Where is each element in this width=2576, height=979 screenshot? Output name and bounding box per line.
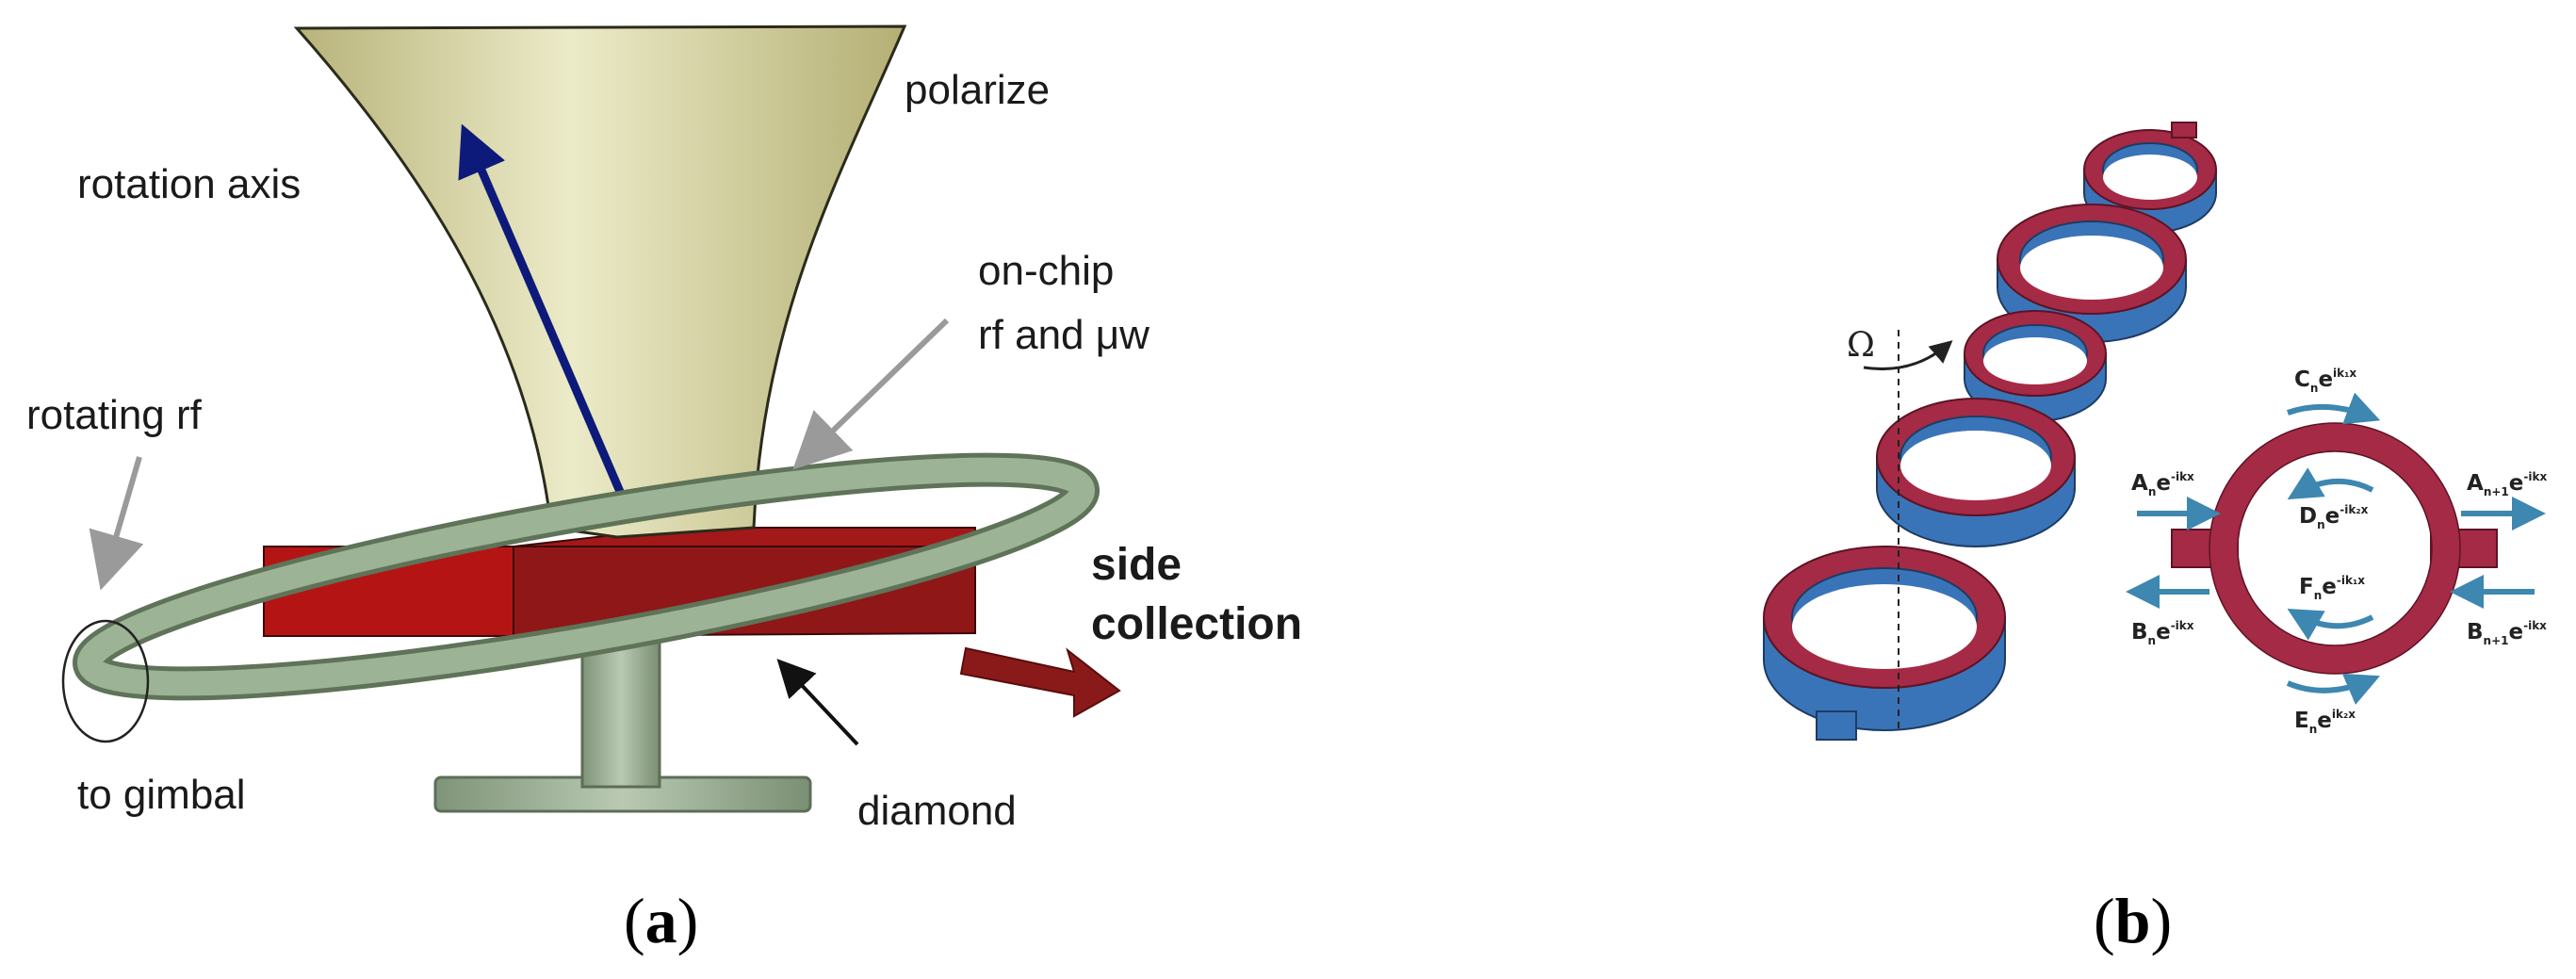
label-C-n: Cneik₁x xyxy=(2294,367,2356,395)
ring-1 xyxy=(1763,546,2006,741)
label-D-n: Dne-ik₂x xyxy=(2299,503,2369,531)
label-B-n1: Bn+1e-ikx xyxy=(2467,619,2547,647)
arrow-D-n xyxy=(2287,467,2374,500)
gimbal-marker xyxy=(61,619,150,743)
label-polarize: polarize xyxy=(905,67,1050,113)
caption-b: (b) xyxy=(2094,885,2172,956)
arrow-F-n xyxy=(2287,609,2374,641)
rotating-rf-pointer xyxy=(89,456,144,591)
on-chip-pointer xyxy=(792,318,950,470)
label-side: side xyxy=(1091,540,1182,590)
label-to-gimbal: to gimbal xyxy=(77,772,246,818)
label-F-n: Fne-ik₁x xyxy=(2299,574,2365,602)
ring-chain xyxy=(1763,122,2217,741)
rf-coil xyxy=(73,452,1100,701)
side-collection-arrow xyxy=(959,646,1121,718)
label-diamond: diamond xyxy=(857,788,1017,834)
label-rotation-axis: rotation axis xyxy=(77,161,301,207)
arrow-E-n xyxy=(2286,673,2381,705)
polarizer-funnel xyxy=(293,24,907,539)
diamond-block xyxy=(263,527,976,638)
label-E-n: Eneik₂x xyxy=(2294,708,2356,736)
ring-schematic: Ane-ikx An+1e-ikx Bne-ikx Bn+1e-ikx Cnei… xyxy=(2126,367,2547,736)
schematic-ring xyxy=(2209,423,2460,674)
ring-2 xyxy=(1876,398,2076,547)
label-A-n1: An+1e-ikx xyxy=(2467,470,2547,498)
label-A-n: Ane-ikx xyxy=(2131,470,2194,498)
ring-3 xyxy=(1964,310,2107,422)
label-on-chip-1: on-chip xyxy=(978,248,1114,294)
rotation-axis-arrow xyxy=(458,123,634,515)
label-collection: collection xyxy=(1091,599,1302,649)
caption-a: (a) xyxy=(624,885,698,956)
diamond-pointer xyxy=(776,659,859,746)
arrow-C-n xyxy=(2287,392,2381,425)
label-on-chip-2: rf and μw xyxy=(978,312,1149,358)
omega-label: Ω xyxy=(1847,326,1875,365)
omega-rotation-arrow xyxy=(1863,340,1953,371)
label-rotating-rf: rotating rf xyxy=(26,392,203,438)
label-B-n: Bne-ikx xyxy=(2131,619,2194,647)
panel-a: polarize rotation axis on-chip rf and μw… xyxy=(26,24,1302,956)
panel-b: Ω Ane-ikx An+1e-ikx Bne xyxy=(1763,122,2547,956)
